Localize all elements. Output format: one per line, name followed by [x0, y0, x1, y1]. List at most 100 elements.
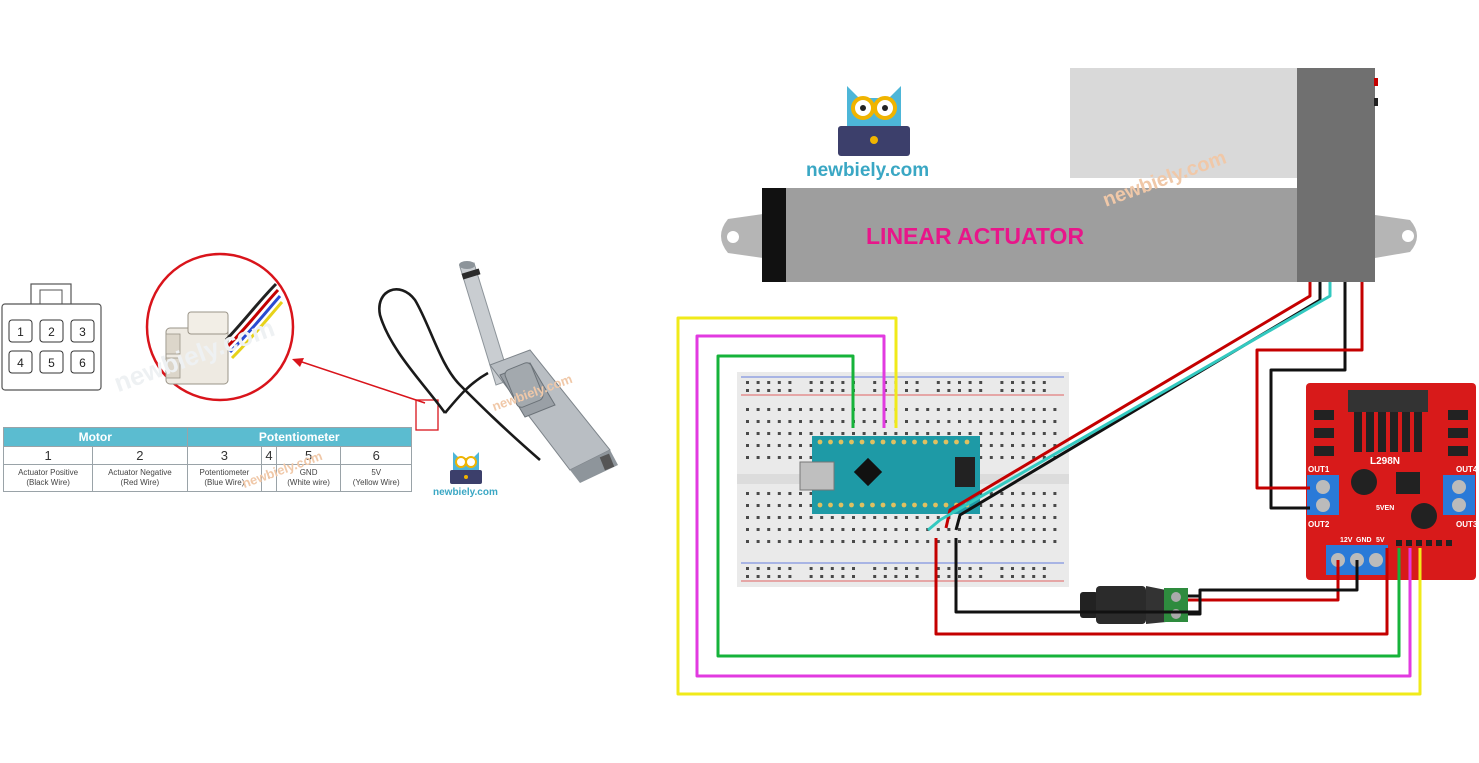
breadboard-hole [809, 389, 813, 392]
breadboard-hole [809, 381, 813, 384]
breadboard-hole [777, 444, 781, 447]
breadboard-hole [979, 528, 983, 531]
breadboard-hole [767, 432, 771, 435]
arduino-nano [799, 436, 980, 514]
breadboard-hole [746, 492, 749, 495]
breadboard-hole [820, 432, 824, 435]
breadboard-hole [809, 567, 813, 570]
breadboard [737, 372, 1069, 587]
breadboard-hole [915, 528, 919, 531]
breadboard-hole [746, 389, 749, 392]
breadboard-hole [926, 408, 930, 411]
breadboard-hole [979, 575, 983, 578]
breadboard-hole [1042, 516, 1046, 519]
wire-actuator-black [954, 282, 1322, 531]
breadboard-hole [1032, 540, 1036, 543]
breadboard-hole [1011, 420, 1014, 423]
breadboard-hole [1011, 408, 1014, 411]
breadboard-hole [915, 516, 919, 519]
connector-zoom-callout [145, 252, 439, 431]
breadboard-hole [788, 432, 792, 435]
breadboard-hole [989, 528, 993, 531]
nano-pin [912, 502, 917, 508]
breadboard-hole [756, 444, 760, 447]
breadboard-hole [809, 516, 813, 519]
breadboard-hole [894, 432, 898, 435]
breadboard-hole [746, 420, 749, 423]
breadboard-hole [1021, 516, 1025, 519]
breadboard-hole [1011, 528, 1014, 531]
wire-actuator-cyan [927, 282, 1332, 532]
connector-pin-4: 4 [17, 356, 24, 370]
breadboard-hole [883, 567, 887, 570]
breadboard-hole [1042, 575, 1046, 578]
breadboard-hole [926, 432, 930, 435]
breadboard-hole [1032, 432, 1036, 435]
breadboard-hole [905, 420, 908, 423]
breadboard-hole [936, 567, 940, 570]
breadboard-hole [809, 444, 813, 447]
breadboard-hole [756, 456, 760, 459]
breadboard-hole [852, 575, 855, 578]
breadboard-hole [1032, 504, 1036, 507]
breadboard-hole [820, 389, 824, 392]
pin-description: 5V(Yellow Wire) [340, 464, 412, 492]
breadboard-hole [767, 408, 771, 411]
driver-label-out3: OUT3 [1456, 520, 1478, 529]
wire-red-signal [934, 538, 1389, 636]
breadboard-hole [979, 540, 983, 543]
breadboard-hole [1032, 575, 1036, 578]
driver-chip-label: L298N [1370, 456, 1400, 467]
breadboard-hole [862, 516, 866, 519]
breadboard-hole [830, 528, 834, 531]
breadboard-hole [947, 420, 951, 423]
breadboard-hole [1042, 504, 1046, 507]
breadboard-hole [1011, 389, 1014, 392]
breadboard-hole [756, 492, 760, 495]
breadboard-hole [799, 432, 802, 435]
breadboard-hole [777, 381, 781, 384]
breadboard-hole [989, 540, 993, 543]
breadboard-hole [1021, 540, 1025, 543]
nano-pin [922, 502, 928, 508]
breadboard-hole [1011, 567, 1014, 570]
breadboard-hole [915, 567, 919, 570]
breadboard-hole [873, 567, 877, 570]
breadboard-hole [905, 567, 908, 570]
breadboard-hole [1032, 389, 1036, 392]
breadboard-hole [862, 408, 866, 411]
actuator-photo [378, 261, 618, 483]
breadboard-hole [777, 528, 781, 531]
breadboard-hole [1053, 432, 1057, 435]
breadboard-hole [841, 575, 845, 578]
breadboard-hole [756, 389, 760, 392]
breadboard-hole [1042, 492, 1046, 495]
breadboard-hole [777, 504, 781, 507]
breadboard-hole [788, 575, 792, 578]
breadboard-hole [894, 540, 898, 543]
connector-pin-3: 3 [79, 325, 86, 339]
breadboard-hole [905, 408, 908, 411]
breadboard-hole [746, 381, 749, 384]
breadboard-hole [1021, 420, 1025, 423]
breadboard-hole [788, 389, 792, 392]
breadboard-hole [830, 389, 834, 392]
breadboard-hole [1042, 540, 1046, 543]
breadboard-hole [756, 420, 760, 423]
breadboard-hole [958, 432, 961, 435]
breadboard-hole [936, 408, 940, 411]
breadboard-hole [989, 492, 993, 495]
breadboard-hole [767, 540, 771, 543]
breadboard-hole [1000, 516, 1004, 519]
breadboard-hole [830, 408, 834, 411]
breadboard-hole [799, 444, 802, 447]
breadboard-hole [1032, 492, 1036, 495]
breadboard-hole [830, 432, 834, 435]
breadboard-hole [820, 567, 824, 570]
breadboard-hole [767, 567, 771, 570]
breadboard-hole [809, 456, 813, 459]
breadboard-hole [1000, 575, 1004, 578]
breadboard-hole [788, 408, 792, 411]
breadboard-hole [1021, 504, 1025, 507]
breadboard-hole [947, 528, 951, 531]
